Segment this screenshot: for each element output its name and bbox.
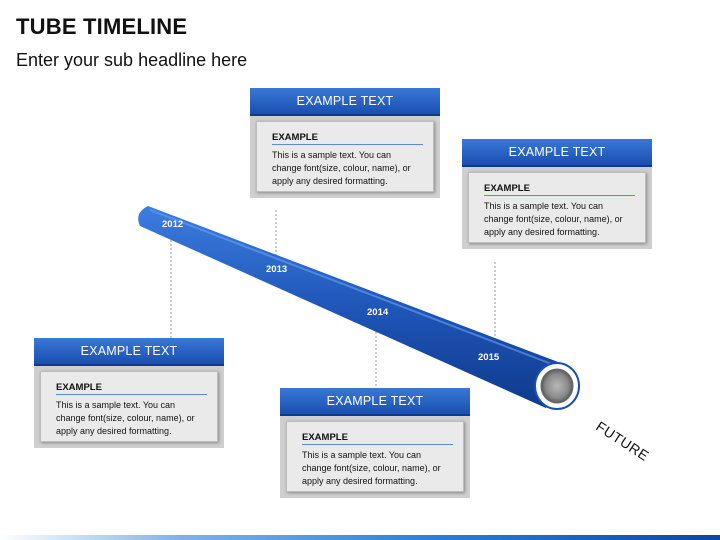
example-card: EXAMPLE TEXT EXAMPLE This is a sample te…	[250, 88, 440, 198]
card-inner: EXAMPLE This is a sample text. You can c…	[286, 421, 464, 492]
card-text: This is a sample text. You can change fo…	[302, 450, 441, 486]
card-header: EXAMPLE TEXT	[250, 88, 440, 116]
card-text: This is a sample text. You can change fo…	[484, 201, 623, 237]
card-inner: EXAMPLE This is a sample text. You can c…	[40, 371, 218, 442]
card-body: EXAMPLE This is a sample text. You can c…	[34, 366, 224, 448]
year-label-2012: 2012	[162, 219, 184, 230]
card-text: This is a sample text. You can change fo…	[272, 150, 411, 186]
page-title: TUBE TIMELINE	[16, 14, 188, 39]
card-inner: EXAMPLE This is a sample text. You can c…	[256, 121, 434, 192]
page-subtitle: Enter your sub headline here	[16, 50, 248, 70]
tube-body	[138, 206, 566, 408]
card-label: EXAMPLE	[302, 432, 453, 445]
example-card: EXAMPLE TEXT EXAMPLE This is a sample te…	[280, 388, 470, 498]
card-header: EXAMPLE TEXT	[280, 388, 470, 416]
year-label-2015: 2015	[478, 352, 500, 363]
card-text: This is a sample text. You can change fo…	[56, 400, 195, 436]
example-card: EXAMPLE TEXT EXAMPLE This is a sample te…	[462, 139, 652, 249]
card-label: EXAMPLE	[56, 382, 207, 395]
card-header: EXAMPLE TEXT	[34, 338, 224, 366]
card-inner: EXAMPLE This is a sample text. You can c…	[468, 172, 646, 243]
year-label-2013: 2013	[266, 264, 288, 275]
year-label-2014: 2014	[367, 307, 389, 318]
tube-highlight	[149, 209, 563, 369]
card-body: EXAMPLE This is a sample text. You can c…	[462, 167, 652, 249]
card-body: EXAMPLE This is a sample text. You can c…	[250, 116, 440, 198]
example-card: EXAMPLE TEXT EXAMPLE This is a sample te…	[34, 338, 224, 448]
card-body: EXAMPLE This is a sample text. You can c…	[280, 416, 470, 498]
card-label: EXAMPLE	[272, 132, 423, 145]
card-header: EXAMPLE TEXT	[462, 139, 652, 167]
tube-end-hole	[540, 368, 574, 404]
footer-bar	[0, 535, 720, 540]
card-label: EXAMPLE	[484, 183, 635, 196]
